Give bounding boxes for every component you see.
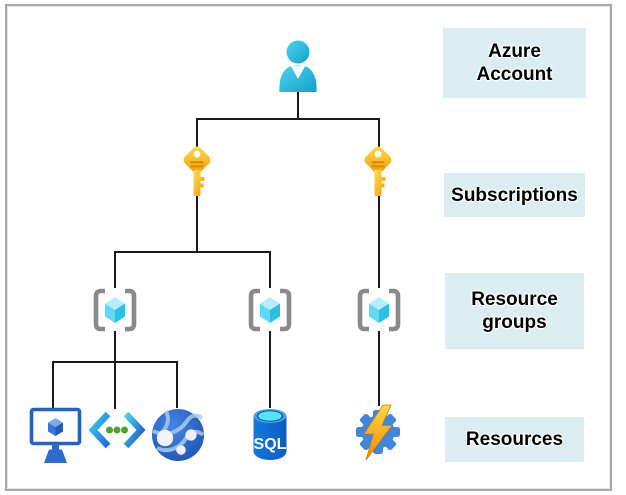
connector-line — [378, 331, 380, 406]
connector-line — [196, 118, 198, 148]
resource-group-node-3 — [356, 287, 402, 333]
connector-line — [114, 251, 271, 253]
subscription-node-1 — [179, 146, 215, 198]
connector-line — [378, 196, 380, 288]
connector-line — [196, 118, 380, 120]
connector-line — [378, 118, 380, 148]
app-service-globe-icon — [151, 408, 205, 462]
azure-account-node — [275, 39, 321, 92]
connector-line — [196, 196, 198, 253]
person-icon — [275, 39, 321, 92]
connector-line — [297, 92, 299, 119]
key-icon — [179, 146, 215, 198]
resource-group-icon — [247, 287, 293, 333]
resource-node-vm — [29, 407, 82, 463]
sql-database-icon: SQL — [251, 406, 289, 462]
subscription-node-2 — [360, 146, 396, 198]
automation-gear-icon — [352, 404, 406, 461]
label-resource-groups: Resource groups — [445, 273, 584, 349]
label-resources: Resources — [445, 417, 584, 462]
resource-group-icon — [356, 287, 402, 333]
connector-line — [269, 251, 271, 288]
code-brackets-icon — [88, 409, 146, 451]
label-azure-account: Azure Account — [443, 28, 586, 98]
key-icon — [360, 146, 396, 198]
resource-node-sql: SQL — [251, 406, 289, 462]
resource-group-icon — [92, 287, 138, 333]
virtual-machine-icon — [29, 407, 82, 463]
resource-node-automation — [352, 404, 406, 461]
label-subscriptions: Subscriptions — [444, 173, 585, 217]
diagram-border — [5, 4, 612, 491]
resource-group-node-2 — [247, 287, 293, 333]
sql-text: SQL — [254, 436, 287, 453]
resource-node-app-service — [151, 408, 205, 462]
resource-group-node-1 — [92, 287, 138, 333]
connector-line — [114, 251, 116, 288]
connector-line — [52, 361, 54, 408]
resource-node-code — [88, 409, 146, 451]
connector-line — [269, 331, 271, 408]
connector-line — [176, 361, 178, 408]
connector-line — [114, 331, 116, 363]
connector-line — [114, 361, 116, 409]
